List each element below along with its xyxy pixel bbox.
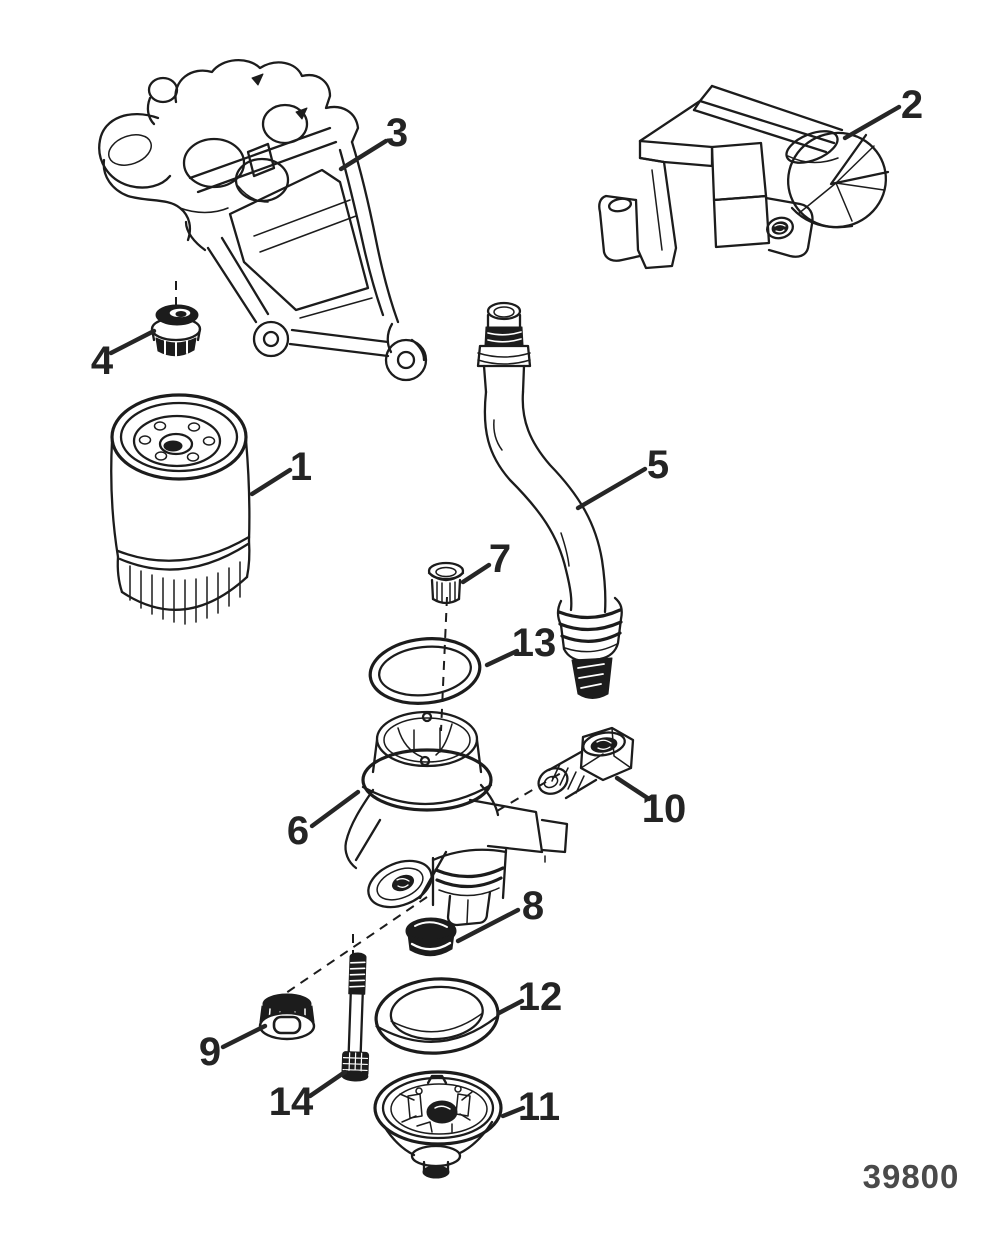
callout-label-2: 2 — [901, 83, 923, 127]
part-9-cap — [258, 993, 316, 1041]
part-8-plug — [405, 917, 457, 957]
leader-line-8 — [455, 907, 521, 944]
part-10-elbow-fitting — [537, 726, 635, 800]
leader-line-11 — [500, 1105, 526, 1119]
part-3-mounting-bracket — [98, 59, 428, 382]
part-4-plug-grommet — [150, 304, 202, 357]
callout-label-10: 10 — [642, 787, 687, 831]
callout-labels: 1 2 3 4 5 6 7 8 9 10 11 12 13 14 — [91, 83, 923, 1129]
part-1-oil-filter — [110, 393, 251, 625]
callout-label-7: 7 — [489, 537, 511, 581]
leader-line-1 — [249, 467, 293, 497]
callout-label-5: 5 — [647, 443, 669, 487]
leader-line-13 — [484, 648, 520, 668]
part-2-filter-mounting-adapter — [598, 84, 890, 270]
dashed-alignment-lines — [175, 281, 562, 994]
leader-line-2 — [842, 104, 902, 141]
callout-label-3: 3 — [386, 111, 408, 155]
dashed-line-base-to-elbow — [496, 772, 562, 812]
leader-line-9 — [220, 1023, 268, 1050]
leader-line-6 — [309, 789, 361, 829]
part-14-screw — [341, 952, 370, 1082]
callout-label-4: 4 — [91, 339, 114, 383]
part-13-o-ring — [368, 637, 482, 705]
callout-label-13: 13 — [512, 621, 557, 665]
callout-label-14: 14 — [269, 1080, 314, 1124]
leader-line-5 — [575, 466, 648, 511]
drawing-number: 39800 — [863, 1158, 960, 1195]
part-6-filter-base — [344, 710, 569, 927]
callout-label-6: 6 — [287, 809, 309, 853]
part-5-oil-hose — [476, 301, 623, 699]
dashed-line-part7-to-base — [440, 596, 448, 732]
leader-line-12 — [496, 998, 525, 1016]
leader-line-7 — [460, 562, 492, 585]
callout-label-9: 9 — [199, 1030, 221, 1074]
leader-line-10 — [614, 775, 652, 802]
dashed-line-base-to-cap — [285, 896, 428, 994]
leader-line-4 — [108, 328, 157, 356]
leader-line-3 — [338, 138, 389, 172]
callout-label-11: 11 — [518, 1085, 560, 1129]
leader-line-14 — [307, 1069, 348, 1099]
callout-label-8: 8 — [522, 884, 544, 928]
callout-label-1: 1 — [290, 445, 312, 489]
callout-label-12: 12 — [518, 975, 563, 1019]
part-12-seal-ring — [374, 977, 500, 1055]
part-11-cover-assembly — [373, 1070, 503, 1179]
callout-leaders — [108, 104, 902, 1119]
